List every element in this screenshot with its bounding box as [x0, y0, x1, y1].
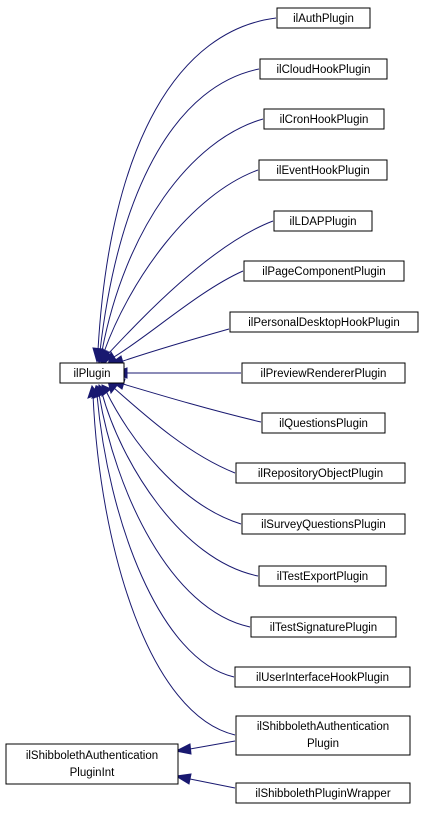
- svg-text:ilRepositoryObjectPlugin: ilRepositoryObjectPlugin: [258, 468, 383, 480]
- edge-ilSurveyQuestionsPlugin-to-ilPlugin: [101, 384, 242, 525]
- node-ilCloudHookPlugin[interactable]: ilCloudHookPlugin: [259, 58, 388, 80]
- svg-text:ilPageComponentPlugin: ilPageComponentPlugin: [262, 266, 385, 278]
- edge-ilAuthPlugin-to-ilPlugin: [92, 17, 277, 364]
- edge-ilLDAPPlugin-to-ilPlugin: [103, 220, 274, 366]
- svg-text:ilPreviewRendererPlugin: ilPreviewRendererPlugin: [261, 368, 387, 380]
- edge-ilPreviewRendererPlugin-to-ilPlugin: [111, 367, 241, 379]
- svg-text:ilShibbolethAuthentication: ilShibbolethAuthentication: [257, 721, 389, 733]
- svg-text:ilCloudHookPlugin: ilCloudHookPlugin: [277, 64, 371, 76]
- node-ilRepositoryObjectPlugin[interactable]: ilRepositoryObjectPlugin: [235, 462, 406, 484]
- node-ilUserInterfaceHookPlugin[interactable]: ilUserInterfaceHookPlugin: [234, 666, 411, 688]
- svg-text:ilAuthPlugin: ilAuthPlugin: [293, 13, 354, 25]
- svg-text:ilEventHookPlugin: ilEventHookPlugin: [276, 165, 369, 177]
- node-ilPersonalDesktopHookPlugin[interactable]: ilPersonalDesktopHookPlugin: [229, 311, 419, 333]
- node-ilCronHookPlugin[interactable]: ilCronHookPlugin: [263, 108, 385, 130]
- svg-text:ilPersonalDesktopHookPlugin: ilPersonalDesktopHookPlugin: [248, 317, 400, 329]
- svg-text:Plugin: Plugin: [307, 738, 339, 750]
- edge-ilEventHookPlugin-to-ilPlugin: [98, 169, 259, 366]
- svg-text:ilShibbolethAuthentication: ilShibbolethAuthentication: [26, 750, 158, 762]
- edge-ilShibbolethAuthenticationPlugin-to-PluginInt: [174, 740, 236, 755]
- node-ilAuthPlugin[interactable]: ilAuthPlugin: [276, 7, 371, 29]
- edge-ilShibbolethAuthenticationPlugin-to-ilPlugin: [87, 384, 236, 736]
- node-ilQuestionsPlugin[interactable]: ilQuestionsPlugin: [261, 412, 386, 434]
- svg-text:ilPlugin: ilPlugin: [73, 368, 110, 380]
- svg-text:ilTestExportPlugin: ilTestExportPlugin: [277, 571, 368, 583]
- svg-text:ilUserInterfaceHookPlugin: ilUserInterfaceHookPlugin: [256, 672, 389, 684]
- node-ilShibbolethAuthenticationPlugin[interactable]: ilShibbolethAuthentication Plugin: [235, 715, 411, 756]
- svg-text:PluginInt: PluginInt: [70, 767, 116, 779]
- edge-ilPageComponentPlugin-to-ilPlugin: [107, 270, 244, 367]
- edge-ilQuestionsPlugin-to-ilPlugin: [109, 378, 262, 423]
- node-ilShibbolethPluginWrapper[interactable]: ilShibbolethPluginWrapper: [235, 782, 411, 804]
- node-ilShibbolethAuthenticationPluginInt[interactable]: ilShibbolethAuthentication PluginInt: [5, 743, 179, 785]
- svg-text:ilShibbolethPluginWrapper: ilShibbolethPluginWrapper: [255, 788, 390, 800]
- svg-text:ilLDAPPlugin: ilLDAPPlugin: [289, 216, 356, 228]
- node-ilPlugin[interactable]: ilPlugin: [59, 362, 125, 384]
- node-ilTestExportPlugin[interactable]: ilTestExportPlugin: [258, 565, 387, 587]
- edge-ilShibbolethPluginWrapper-to-PluginInt: [174, 773, 236, 789]
- node-ilLDAPPlugin[interactable]: ilLDAPPlugin: [273, 210, 373, 232]
- edge-ilTestExportPlugin-to-ilPlugin: [96, 384, 259, 577]
- node-ilTestSignaturePlugin[interactable]: ilTestSignaturePlugin: [250, 616, 397, 638]
- node-ilSurveyQuestionsPlugin[interactable]: ilSurveyQuestionsPlugin: [241, 513, 406, 535]
- svg-text:ilQuestionsPlugin: ilQuestionsPlugin: [279, 418, 368, 430]
- svg-text:ilTestSignaturePlugin: ilTestSignaturePlugin: [270, 622, 377, 634]
- svg-text:ilSurveyQuestionsPlugin: ilSurveyQuestionsPlugin: [261, 519, 386, 531]
- node-ilEventHookPlugin[interactable]: ilEventHookPlugin: [258, 159, 388, 181]
- node-ilPageComponentPlugin[interactable]: ilPageComponentPlugin: [243, 260, 405, 282]
- svg-text:ilCronHookPlugin: ilCronHookPlugin: [280, 114, 369, 126]
- node-ilPreviewRendererPlugin[interactable]: ilPreviewRendererPlugin: [241, 362, 406, 384]
